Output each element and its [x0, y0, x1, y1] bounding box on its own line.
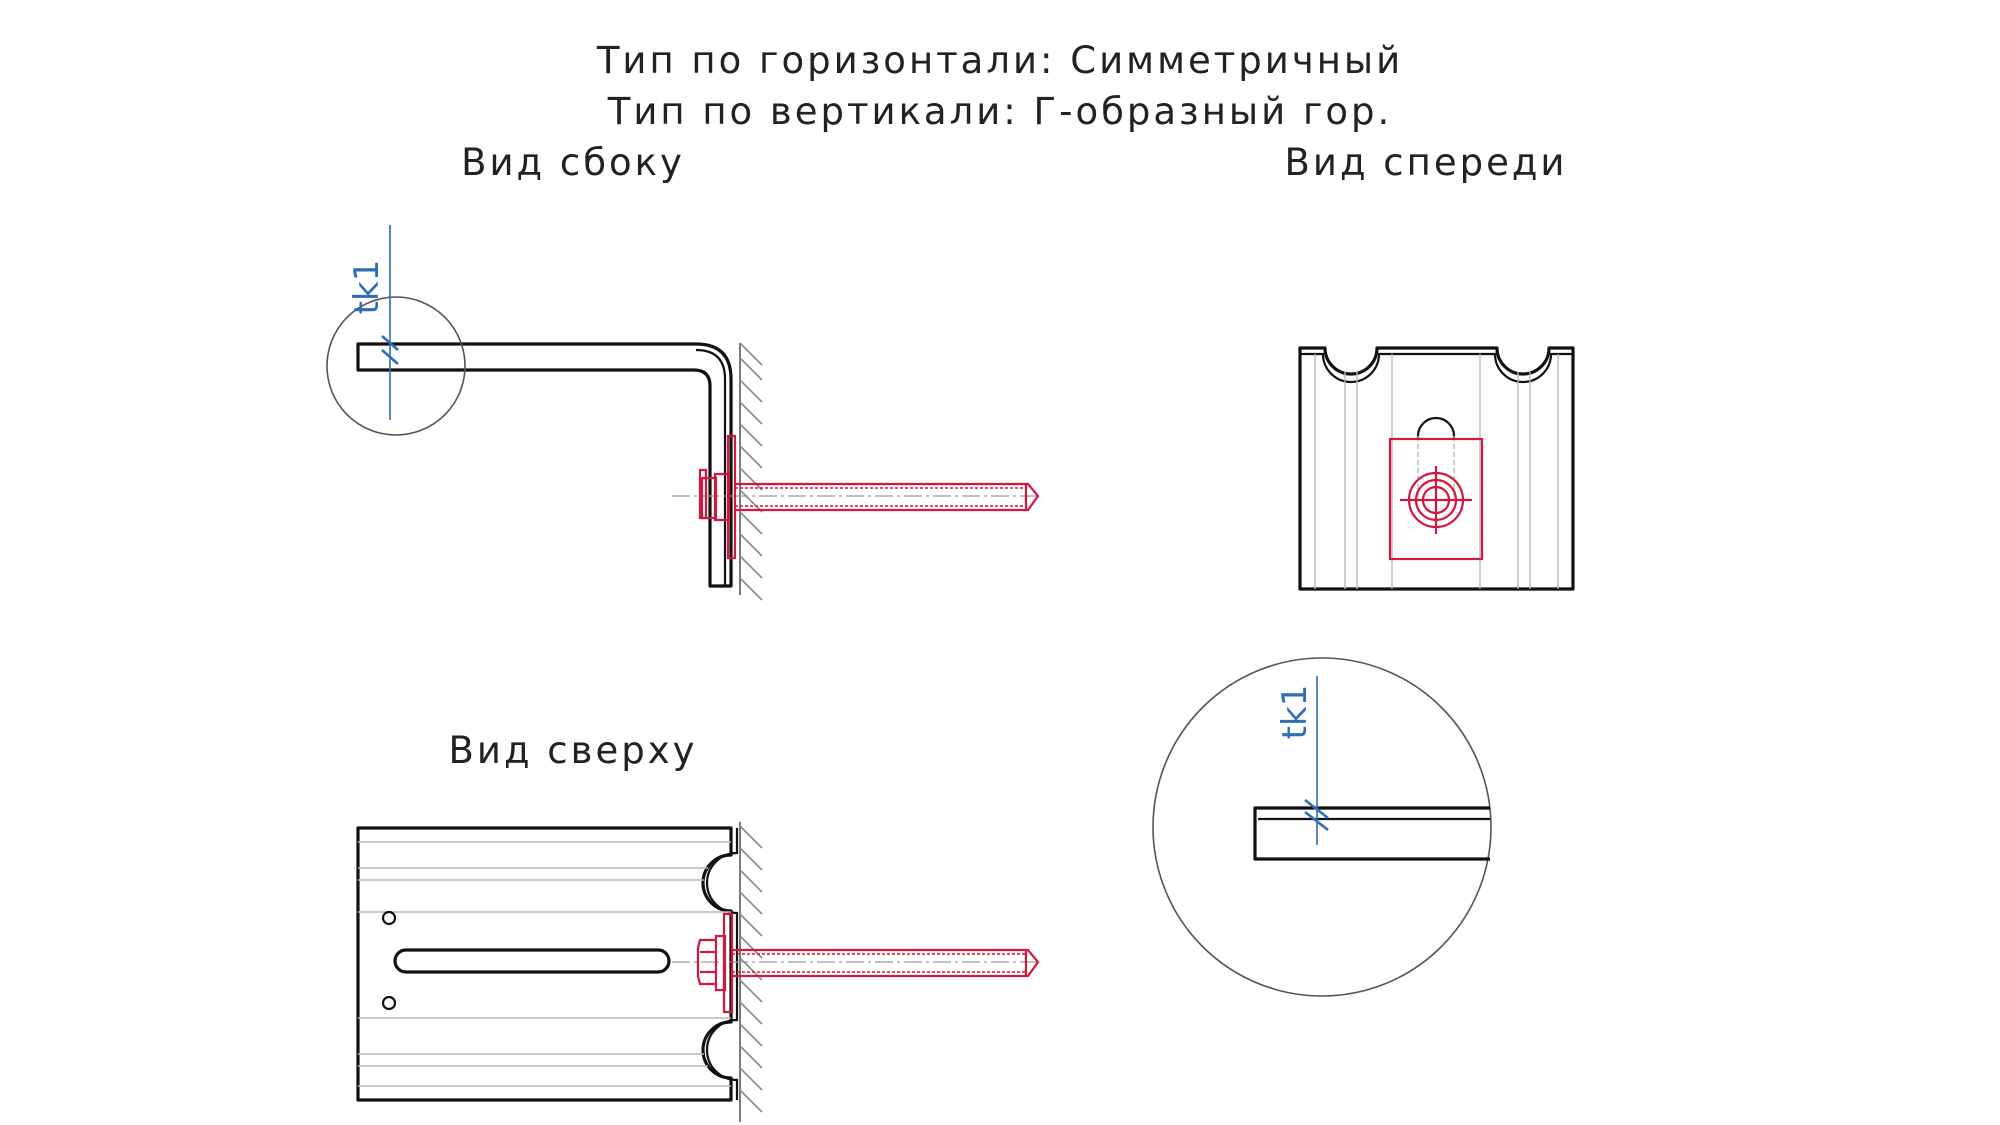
side-view-anchor-bolt: [672, 434, 1040, 560]
front-view-bolt: [1388, 437, 1484, 561]
side-view-bracket: [356, 342, 733, 588]
front-view-plate-outline: [1298, 346, 1575, 591]
side-view-dimension-tick-bottom: [381, 349, 399, 365]
detail-view-thickness-label: tk1: [1275, 685, 1315, 740]
top-view-plate-inner-edge: [705, 828, 739, 1100]
side-view-dimension-tick-top: [381, 335, 399, 351]
detail-view-dimension-tick-bottom: [1304, 810, 1329, 832]
front-view-top-edge-inner: [1300, 352, 1573, 384]
side-view-label: Вид сбоку: [461, 141, 685, 184]
side-view-wall: [739, 342, 763, 601]
top-view-label: Вид сверху: [449, 729, 698, 772]
top-view-hole-upper: [381, 910, 397, 926]
front-view-slot: [1416, 416, 1456, 438]
top-view-anchor-bolt: [672, 912, 1040, 1014]
horizontal-type-title: Тип по горизонтали: Симметричный: [596, 39, 1403, 82]
detail-view: tk1: [1152, 657, 1492, 997]
top-view-plate-outline: [356, 826, 733, 1102]
side-view-detail-circle: [326, 296, 466, 436]
front-view: [1298, 346, 1575, 591]
front-view-label: Вид спереди: [1285, 141, 1568, 184]
top-view-grooves: [358, 841, 731, 1087]
top-view: [356, 822, 1040, 1122]
detail-view-plate-edge: [1253, 806, 1490, 861]
vertical-type-title: Тип по вертикали: Г-образный гор.: [607, 90, 1393, 133]
top-view-long-slot: [393, 948, 671, 974]
side-view-bracket-inner-bend: [695, 348, 727, 586]
top-view-hole-lower: [381, 995, 397, 1011]
side-view-thickness-label: tk1: [347, 260, 387, 315]
side-view: tk1: [326, 225, 1040, 601]
front-view-grooves: [1314, 354, 1559, 589]
detail-view-circle: [1152, 657, 1492, 997]
detail-view-dimension-tick-top: [1304, 798, 1329, 820]
